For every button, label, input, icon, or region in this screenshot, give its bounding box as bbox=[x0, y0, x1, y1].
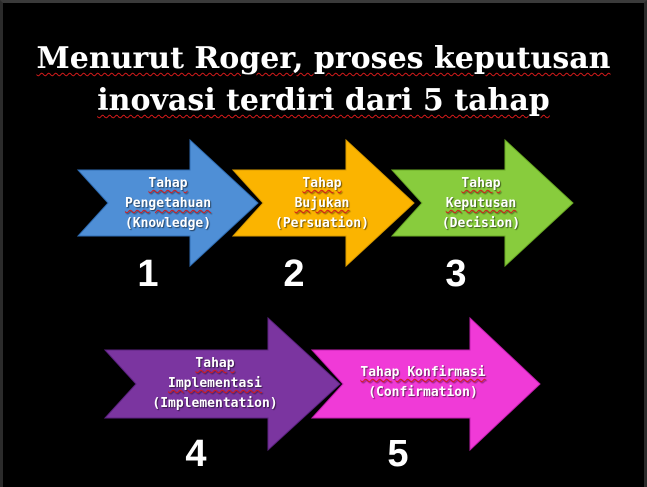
stage-4-line-1: Tahap bbox=[195, 356, 235, 371]
stage-3-line-2: Keputusan bbox=[445, 196, 517, 211]
stage-5-label: Tahap Konfirmasi (Confirmation) bbox=[343, 363, 503, 403]
stage-1-line-1: Tahap bbox=[148, 176, 188, 191]
stage-4-number: 4 bbox=[185, 433, 207, 475]
stage-2-arrow bbox=[231, 138, 415, 268]
stage-3-number: 3 bbox=[445, 253, 467, 295]
stage-4-label: Tahap Implementasi (Implementation) bbox=[145, 354, 285, 414]
stage-2-line-3: (Persuation) bbox=[275, 216, 369, 231]
stage-2-line-1: Tahap bbox=[302, 176, 342, 191]
stage-3-line-1: Tahap bbox=[461, 176, 501, 191]
stage-1-arrow bbox=[76, 138, 259, 268]
title-line-1: Menurut Roger, proses keputusan bbox=[36, 41, 611, 76]
stage-1-label: Tahap Pengetahuan (Knowledge) bbox=[108, 174, 228, 234]
stage-1-line-3: (Knowledge) bbox=[124, 216, 212, 231]
stage-5-line-2: (Confirmation) bbox=[368, 385, 478, 400]
stage-5-arrow bbox=[310, 316, 541, 452]
stage-3-label: Tahap Keputusan (Decision) bbox=[421, 174, 541, 234]
stage-3-arrow bbox=[390, 138, 574, 268]
stage-1-number: 1 bbox=[137, 253, 159, 295]
stage-4-line-2: Implementasi bbox=[168, 376, 262, 391]
stage-5-line-1: Tahap Konfirmasi bbox=[360, 365, 486, 380]
stage-3-line-3: (Decision) bbox=[441, 216, 521, 231]
stage-2-label: Tahap Bujukan (Persuation) bbox=[262, 174, 382, 234]
stage-1-line-2: Pengetahuan bbox=[124, 196, 212, 211]
stage-5-number: 5 bbox=[387, 433, 409, 475]
stage-2-number: 2 bbox=[283, 253, 305, 295]
slide-title: Menurut Roger, proses keputusan inovasi … bbox=[0, 38, 647, 122]
stage-4-arrow bbox=[103, 316, 341, 452]
stage-4-line-3: (Implementation) bbox=[152, 396, 278, 411]
stage-2-line-2: Bujukan bbox=[294, 196, 350, 211]
title-line-2: inovasi terdiri dari 5 tahap bbox=[97, 83, 550, 118]
